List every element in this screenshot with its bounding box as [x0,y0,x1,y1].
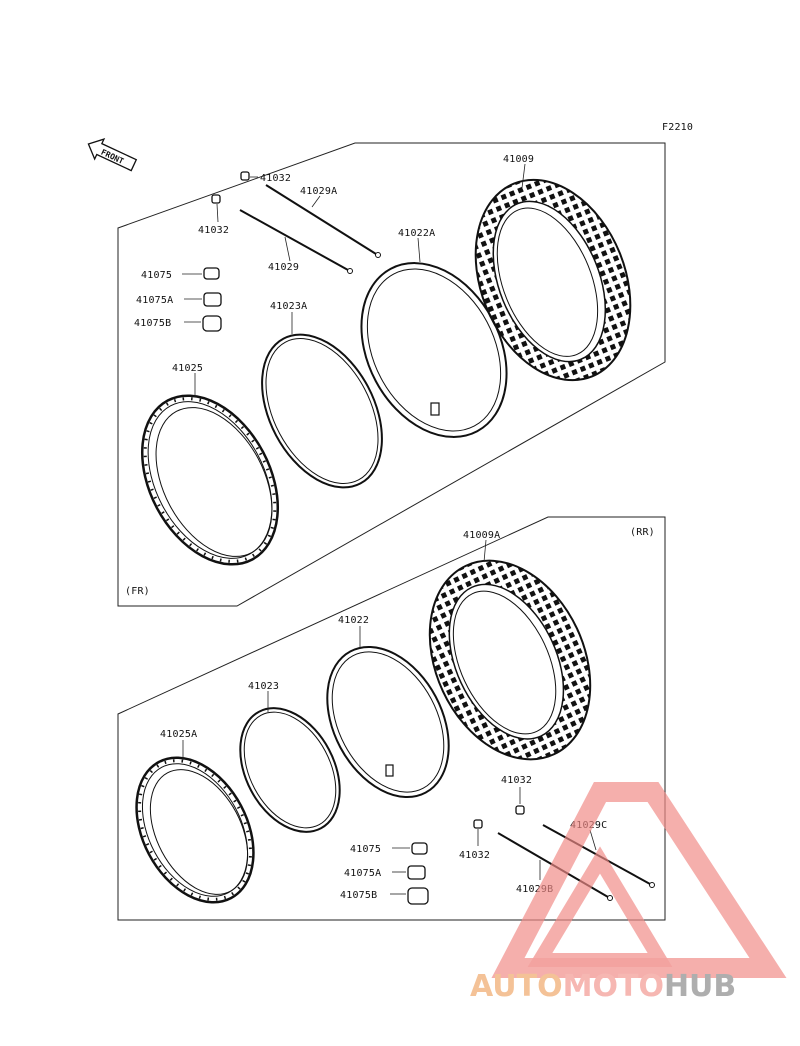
front-section-frame [117,142,666,607]
front-section: (FR) 41009 41022A 41023A [117,142,666,607]
front-tube [360,262,508,438]
front-rim-band [261,333,383,489]
front-cap-label: 41075 [141,270,172,281]
rear-rim-label: 41025A [160,729,197,740]
figure-code: F2210 [662,122,693,133]
watermark-triangle-icon [491,782,787,978]
rear-section-tag: (RR) [630,527,655,538]
rear-nipple-top [515,805,525,815]
front-rim-band-label: 41023A [270,301,307,312]
front-nipple-top [240,171,250,181]
front-spoke [239,209,353,274]
svg-text:AUTOMOTOHUB: AUTOMOTOHUB [470,969,736,1004]
front-section-tag: (FR) [125,586,150,597]
front-arrow-icon: FRONT [87,138,138,172]
rear-cap-b-label: 41075B [340,890,377,901]
rear-spoke-b-label: 41029B [516,884,553,895]
rear-tube [326,645,450,799]
front-tire [474,178,632,382]
front-cap-b-label: 41075B [134,318,171,329]
watermark-moto: MOTO [563,969,664,1004]
rear-tire-label: 41009A [463,530,500,541]
front-cap [203,267,220,280]
front-spoke-label: 41029 [268,262,299,273]
rear-nipple-left-label: 41032 [459,850,490,861]
automotohub-watermark: AUTOMOTOHUB [470,782,787,1004]
watermark-auto: AUTO [470,969,563,1004]
front-cap-b [202,315,222,332]
rear-section-frame [117,516,666,921]
rear-cap [411,842,428,855]
rear-section: (RR) 41009A 41022 41023 [117,516,666,921]
front-nipple-left-label: 41032 [198,225,229,236]
front-tire-label: 41009 [503,154,534,165]
rear-cap-a [407,865,426,880]
front-tube-label: 41022A [398,228,435,239]
rear-cap-label: 41075 [350,844,381,855]
rear-tube-label: 41022 [338,615,369,626]
front-nipple-left [211,194,221,204]
front-cap-a-label: 41075A [136,295,173,306]
rear-nipple-left [473,819,483,829]
rear-cap-a-label: 41075A [344,868,381,879]
front-spoke-a-label: 41029A [300,186,337,197]
rear-rim [135,756,255,904]
front-rim-label: 41025 [172,363,203,374]
front-rim [140,394,280,566]
rear-tire [428,559,592,761]
front-nipple-top-label: 41032 [260,173,291,184]
watermark-hub: HUB [664,969,736,1004]
rear-rim-band-label: 41023 [248,681,279,692]
rear-cap-b [407,887,429,905]
rear-nipple-top-label: 41032 [501,775,532,786]
front-spoke-a [265,184,381,258]
rear-rim-band [239,707,341,833]
front-cap-a [203,292,222,307]
